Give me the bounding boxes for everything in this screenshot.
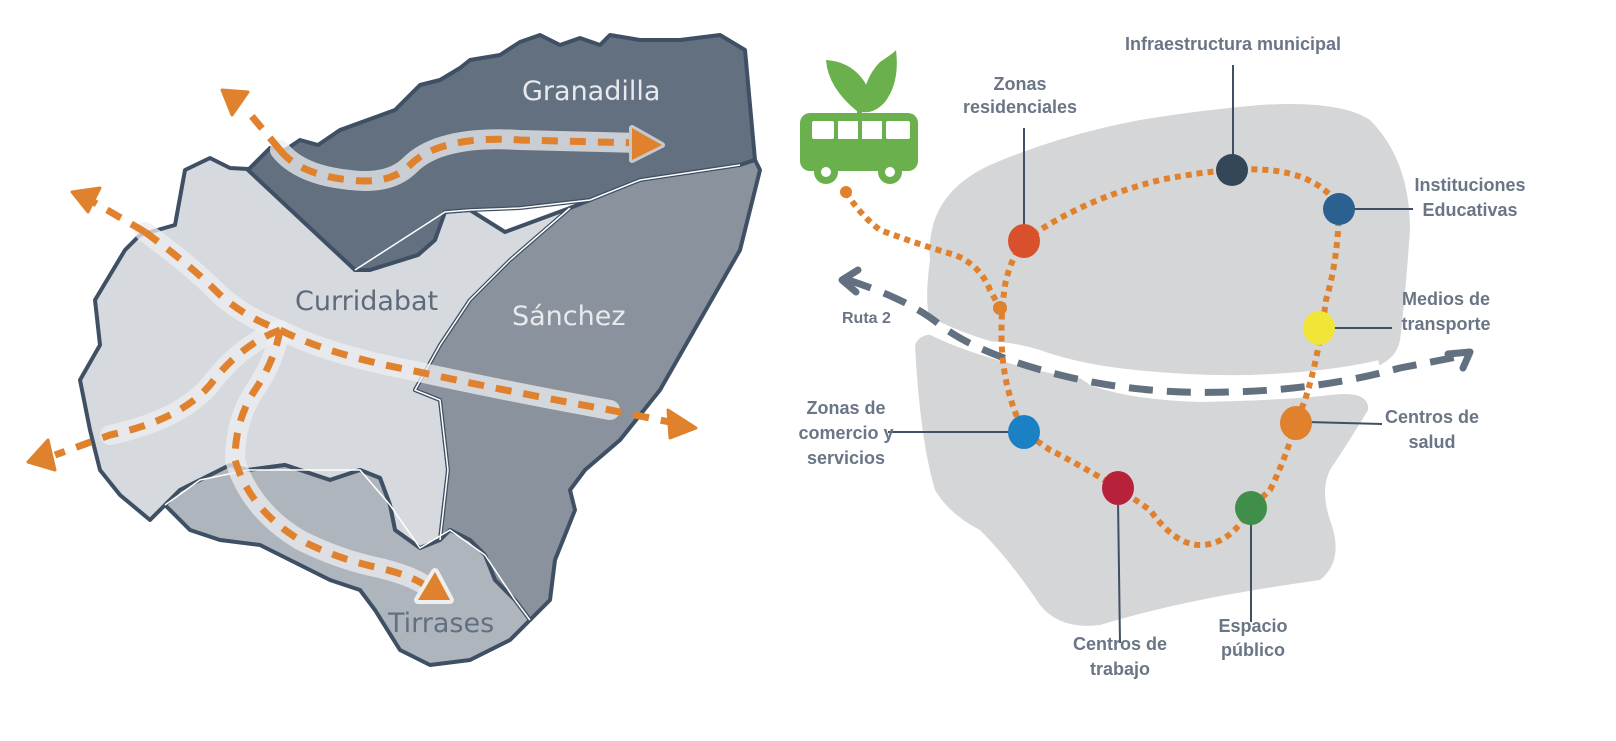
arrow-southwest-icon xyxy=(26,438,57,472)
poi-zonas-comercio[interactable] xyxy=(1008,415,1040,449)
district-map xyxy=(78,33,762,667)
ruta-2-path xyxy=(846,276,1463,396)
arrow-granadilla-icon xyxy=(629,125,665,163)
route-arrows xyxy=(26,88,698,604)
poi-dots xyxy=(1008,154,1355,525)
label-sanchez: Sánchez xyxy=(512,301,626,332)
label-medios-2: transporte xyxy=(1401,314,1490,334)
arrow-tirrases-icon xyxy=(414,568,454,604)
service-loop xyxy=(843,166,1342,549)
label-espacio-2: público xyxy=(1221,640,1285,660)
label-instituciones-2: Educativas xyxy=(1422,200,1517,220)
poi-espacio-publico[interactable] xyxy=(1235,491,1267,525)
label-zonas-residenciales-1: Zonas xyxy=(993,74,1046,94)
label-salud-2: salud xyxy=(1408,432,1455,452)
route-northwest-lower xyxy=(88,196,147,236)
label-comercio-1: Zonas de xyxy=(806,398,885,418)
label-zonas-residenciales-2: residenciales xyxy=(963,97,1077,117)
route-northwest-upper xyxy=(242,105,283,153)
zone-south xyxy=(915,334,1369,626)
route-granadilla xyxy=(277,135,641,185)
poi-medios-transporte[interactable] xyxy=(1303,311,1335,345)
poi-labels: Zonas residenciales Infraestructura muni… xyxy=(798,34,1525,679)
ruta-2-arrow-west-icon xyxy=(838,266,862,296)
poi-centros-salud[interactable] xyxy=(1280,406,1312,440)
label-salud-1: Centros de xyxy=(1385,407,1479,427)
route-southwest xyxy=(53,326,282,459)
label-espacio-1: Espacio xyxy=(1218,616,1287,636)
label-curridabat: Curridabat xyxy=(295,286,438,317)
arrow-north-icon xyxy=(220,88,250,117)
bus-stop-dot xyxy=(840,186,852,198)
poi-infraestructura-municipal[interactable] xyxy=(1216,154,1248,186)
label-tirrases: Tirrases xyxy=(387,608,494,639)
ruta-2-arrow-east-icon xyxy=(1444,348,1474,372)
eco-bus-icon xyxy=(800,50,918,184)
route-east-west xyxy=(142,229,681,428)
label-trabajo-2: trabajo xyxy=(1090,659,1150,679)
leader-lines xyxy=(888,65,1413,644)
junction-dot xyxy=(993,301,1007,315)
label-medios-1: Medios de xyxy=(1402,289,1490,309)
poi-zonas-residenciales[interactable] xyxy=(1008,224,1040,258)
arrow-northwest-icon xyxy=(70,186,102,214)
label-granadilla: Granadilla xyxy=(522,76,660,107)
poi-centros-trabajo[interactable] xyxy=(1102,471,1134,505)
ruta-2-road xyxy=(838,266,1474,396)
leaf-left-icon xyxy=(826,60,870,112)
leaf-right-icon xyxy=(862,50,897,113)
routes xyxy=(53,105,681,593)
label-comercio-2: comercio y xyxy=(798,423,893,443)
label-comercio-3: servicios xyxy=(807,448,885,468)
label-infraestructura-municipal: Infraestructura municipal xyxy=(1125,34,1341,54)
label-trabajo-1: Centros de xyxy=(1073,634,1167,654)
arrow-east-icon xyxy=(666,408,698,440)
poi-instituciones-educativas[interactable] xyxy=(1323,193,1355,225)
route-tirrases xyxy=(231,329,433,593)
label-instituciones-1: Instituciones xyxy=(1414,175,1525,195)
ruta-2-label: Ruta 2 xyxy=(842,310,891,327)
